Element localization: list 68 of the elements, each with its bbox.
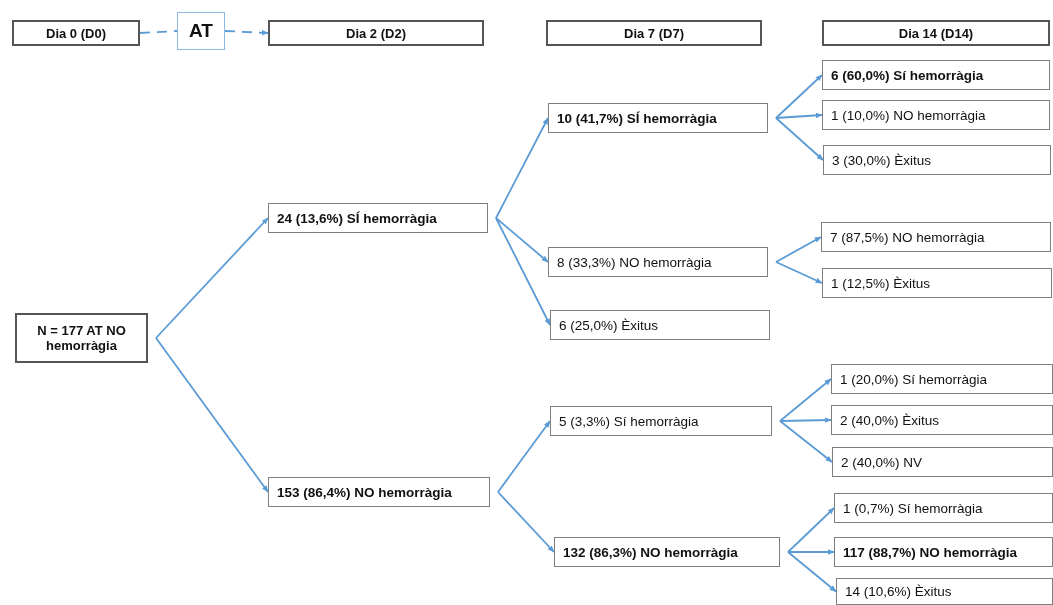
node-text: 1 (0,7%) Sí hemorràgia <box>843 500 983 516</box>
node-text: 7 (87,5%) NO hemorràgia <box>830 229 985 245</box>
day-header-box <box>822 20 1050 46</box>
outcome-box <box>822 100 1050 130</box>
outcome-box <box>268 203 488 233</box>
arrow <box>155 217 269 339</box>
node-text: Dia 7 (D7) <box>624 25 684 41</box>
node-text: 24 (13,6%) SÍ hemorràgia <box>277 210 437 226</box>
arrow <box>497 491 555 553</box>
node-text: 1 (10,0%) NO hemorràgia <box>831 107 986 123</box>
node-text: 6 (25,0%) Èxitus <box>559 317 659 333</box>
outcome-box <box>834 493 1053 523</box>
outcome-box <box>832 447 1053 477</box>
arrow <box>779 378 832 422</box>
outcome-box <box>822 268 1052 298</box>
outcome-box <box>550 406 772 436</box>
arrow <box>155 337 269 493</box>
node-text: 117 (88,7%) NO hemorràgia <box>843 544 1018 560</box>
arrow <box>775 112 823 119</box>
treatment-box <box>177 12 225 50</box>
arrow <box>787 549 835 555</box>
arrow <box>779 417 832 423</box>
node-text: 5 (3,3%) Sí hemorràgia <box>559 413 699 429</box>
arrow <box>779 420 833 463</box>
day-header-box <box>12 20 140 46</box>
node-text: 1 (20,0%) Sí hemorràgia <box>840 371 988 387</box>
node-text: 2 (40,0%) Èxitus <box>840 412 940 428</box>
outcome-box <box>834 537 1053 567</box>
arrow <box>787 551 837 593</box>
node-text: 1 (12,5%) Èxitus <box>831 275 931 291</box>
outcome-box <box>821 222 1051 252</box>
node-text: 153 (86,4%) NO hemorràgia <box>277 484 452 500</box>
arrow <box>495 217 549 263</box>
node-text: 2 (40,0%) NV <box>841 454 923 470</box>
outcome-box <box>548 103 768 133</box>
arrow <box>224 29 269 36</box>
node-text: AT <box>189 20 213 42</box>
node-text: 14 (10,6%) Èxitus <box>845 584 952 599</box>
arrow <box>495 217 551 326</box>
outcome-box <box>554 537 780 567</box>
arrow <box>495 117 549 219</box>
arrow <box>775 261 823 284</box>
arrow <box>775 74 823 119</box>
node-text: Dia 14 (D14) <box>898 25 974 41</box>
outcome-box <box>831 405 1053 435</box>
node-text: 3 (30,0%) Èxitus <box>832 152 932 168</box>
outcome-box <box>831 364 1053 394</box>
node-text: Dia 2 (D2) <box>346 25 406 41</box>
day-header-box <box>268 20 484 46</box>
start-box <box>15 313 148 363</box>
day-header-box <box>546 20 762 46</box>
arrow <box>787 507 835 553</box>
arrow <box>775 117 824 161</box>
node-text: 8 (33,3%) NO hemorràgia <box>557 254 712 270</box>
outcome-box <box>823 145 1051 175</box>
outcome-box <box>550 310 770 340</box>
outcome-box <box>836 578 1053 605</box>
node-text: 132 (86,3%) NO hemorràgia <box>563 544 738 560</box>
node-text: N = 177 AT NO hemorràgia <box>36 323 127 353</box>
arrow <box>497 420 551 493</box>
arrow <box>775 236 822 263</box>
node-text: 6 (60,0%) Sí hemorràgia <box>831 67 984 83</box>
outcome-box <box>268 477 490 507</box>
node-text: 10 (41,7%) SÍ hemorràgia <box>557 110 717 126</box>
outcome-box <box>548 247 768 277</box>
outcome-box <box>822 60 1050 90</box>
node-text: Dia 0 (D0) <box>46 25 106 41</box>
connector-line <box>139 30 178 34</box>
